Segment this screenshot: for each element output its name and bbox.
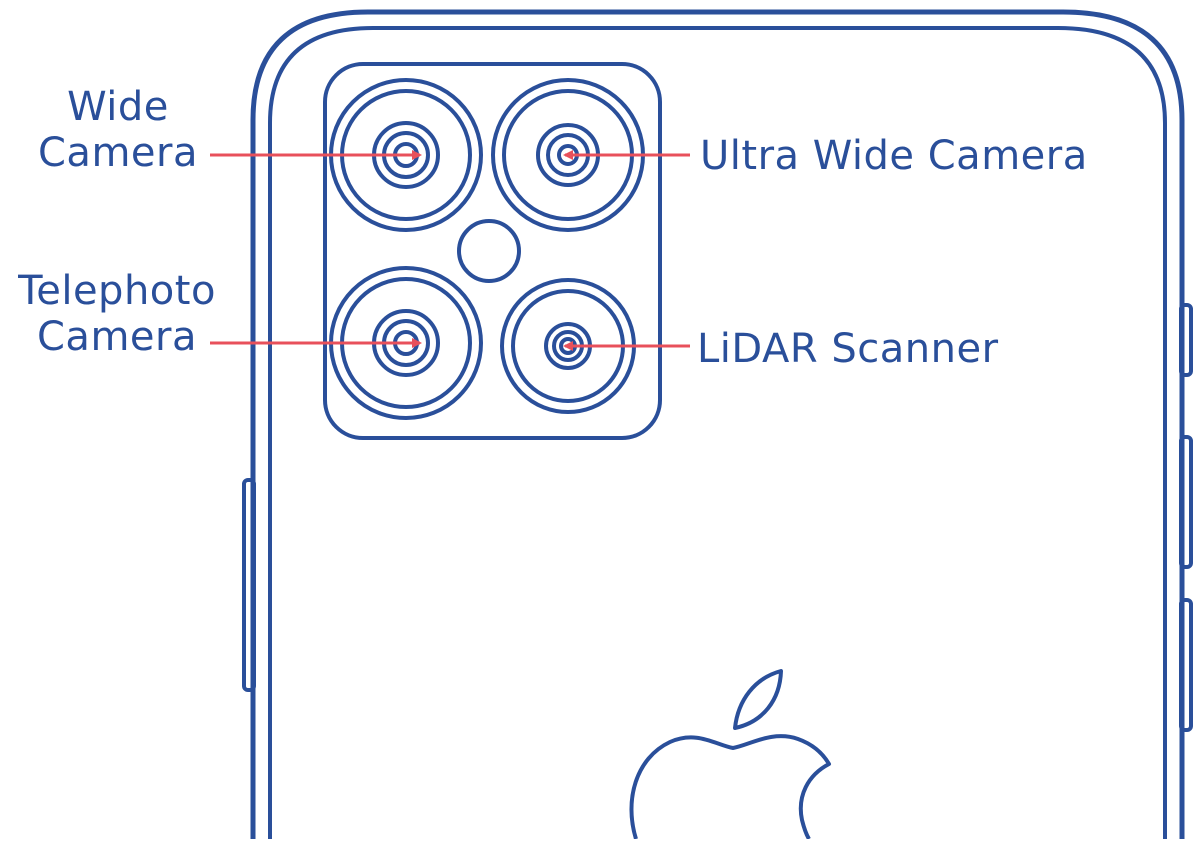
side-button-left: [242, 478, 256, 692]
side-button-right-1: [1179, 303, 1193, 377]
phone-body-inner: [268, 26, 1167, 839]
apple-logo-icon: [629, 669, 831, 841]
wide-camera-label-line1: Wide: [67, 84, 169, 130]
side-button-right-3: [1179, 598, 1193, 732]
camera-module: [323, 62, 662, 440]
telephoto-camera-label: Telephoto Camera: [6, 268, 228, 360]
ultra-wide-camera-lens: [491, 78, 645, 232]
lidar-scanner-label: LiDAR Scanner: [697, 326, 999, 372]
ultra-wide-camera-label: Ultra Wide Camera: [700, 133, 1088, 179]
wide-camera-label: Wide Camera: [32, 84, 204, 176]
side-button-right-2: [1179, 435, 1193, 569]
telephoto-camera-label-line2: Camera: [37, 314, 197, 360]
flash-circle: [457, 219, 521, 283]
wide-camera-label-line2: Camera: [38, 130, 198, 176]
phone-body-outer: [250, 9, 1185, 839]
telephoto-camera-label-line1: Telephoto: [18, 268, 216, 314]
